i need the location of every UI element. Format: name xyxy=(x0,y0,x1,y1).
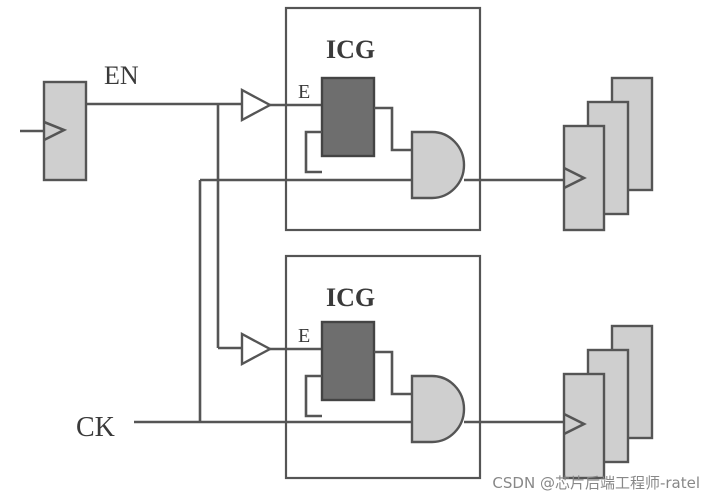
register-bank-bottom-clock-mark xyxy=(563,412,587,436)
and-gate-top xyxy=(410,130,466,200)
latch-top xyxy=(320,76,376,158)
icg-box-top xyxy=(284,6,482,232)
icg-bottom-label: ICG xyxy=(326,283,375,312)
and-gate-bottom xyxy=(410,374,466,444)
icg-top-label: ICG xyxy=(326,35,375,64)
source-register xyxy=(42,80,88,182)
latch-bottom xyxy=(320,320,376,402)
source-register-clock-mark xyxy=(43,120,68,142)
register-bank-top-front xyxy=(562,124,606,232)
enable-pin-bottom-label: E xyxy=(298,325,310,347)
enable-buffer-bottom xyxy=(240,331,273,367)
enable-pin-top-label: E xyxy=(298,81,310,103)
watermark: CSDN @芯片后端工程师-ratel xyxy=(492,474,700,492)
icg-box-bottom xyxy=(284,254,482,480)
latch-top-output-wire xyxy=(374,106,412,152)
latch-top-clock-feedback xyxy=(304,130,322,174)
latch-bottom-clock-feedback xyxy=(304,374,322,418)
en-label: EN xyxy=(104,61,139,90)
ck-label: CK xyxy=(76,412,115,443)
register-bank-top-clock-mark xyxy=(563,166,587,190)
enable-buffer-top xyxy=(240,87,273,123)
latch-bottom-output-wire xyxy=(374,350,412,396)
register-bank-bottom-front xyxy=(562,372,606,480)
